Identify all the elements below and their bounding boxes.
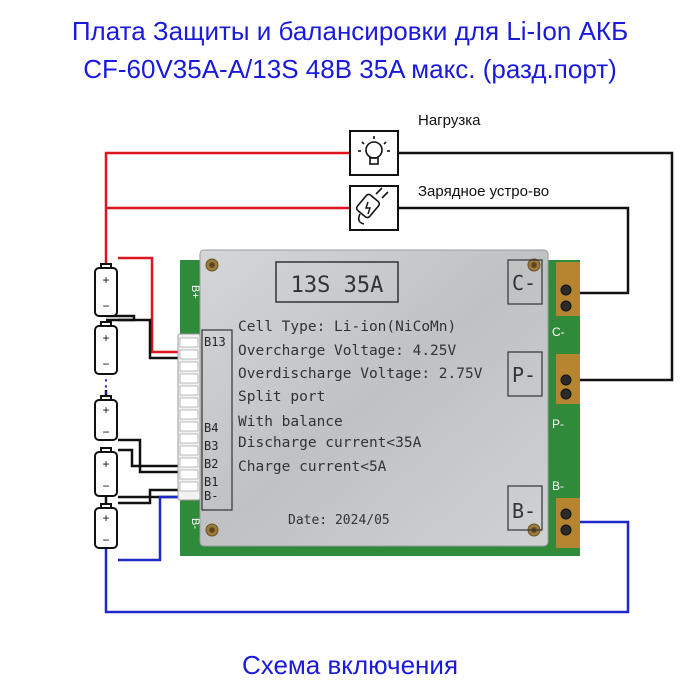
battery-cell: + − (94, 321, 118, 375)
black-wire-b2 (118, 448, 196, 468)
black-wire-bminus (118, 488, 203, 505)
pcb-label-b-plus: B+ (189, 285, 201, 299)
pcb-label-b-minus-left: B- (189, 518, 201, 529)
charger-plug-icon (355, 187, 389, 225)
battery-ellipsis: ⋮ (97, 376, 115, 396)
svg-text:−: − (102, 479, 109, 493)
pin-b13: B13 (204, 335, 226, 349)
pin-b4: B4 (204, 421, 218, 435)
board-date: Date: 2024/05 (288, 513, 390, 528)
diagram-caption: Схема включения (241, 650, 459, 680)
red-wire-load (104, 151, 350, 272)
spec-line: Split port (238, 389, 325, 405)
balance-connector (177, 333, 201, 501)
board-model: 13S 35A (291, 273, 384, 298)
lightbulb-icon (358, 136, 390, 165)
pcb-label-p-minus: P- (552, 417, 564, 431)
spec-list: Cell Type: Li-ion(NiCoMn) Overcharge Vol… (238, 319, 483, 475)
pcb-label-b-minus: B- (552, 479, 564, 493)
pin-b3: B3 (204, 439, 218, 453)
pad-label-c-minus: C- (512, 271, 536, 295)
battery-stack: + − + − + − + − + − (94, 263, 118, 549)
spec-line: Overdischarge Voltage: 2.75V (238, 366, 483, 382)
battery-cell: + − (94, 503, 118, 549)
blue-wire-bminus (104, 520, 630, 614)
title-line-2: CF-60V35A-A/13S 48B 35A макс. (разд.порт… (83, 54, 617, 84)
pad-box-p-minus (507, 351, 543, 397)
connector-pins (179, 337, 199, 492)
bms-board: B+ B- C- P- B- 13S 35A B13 B4 B3 B2 B1 B… (177, 249, 580, 556)
spec-line: Charge current<5A (238, 459, 387, 475)
charger-box (349, 185, 399, 231)
charger-label: Зарядное устро-во (418, 183, 549, 200)
svg-text:+: + (102, 273, 109, 287)
spec-line: Overcharge Voltage: 4.25V (238, 343, 457, 359)
spec-line: Cell Type: Li-ion(NiCoMn) (238, 319, 456, 335)
plate-screws (205, 258, 541, 537)
load-box (349, 130, 399, 176)
balance-label-box (201, 329, 233, 511)
svg-text:+: + (102, 511, 109, 525)
model-box (275, 261, 399, 303)
terminal-screws (560, 284, 572, 536)
battery-cell: + − (94, 263, 118, 317)
load-label: Нагрузка (418, 112, 481, 129)
battery-cell: + − (94, 395, 118, 441)
battery-cell: + − (94, 447, 118, 497)
pin-b2: B2 (204, 457, 218, 471)
spec-line: With balance (238, 414, 343, 430)
pad-box-c-minus (507, 259, 543, 305)
title-line-1: Плата Защиты и балансировки для Li-Ion А… (71, 16, 629, 46)
pad-label-b-minus: B- (512, 499, 536, 523)
black-wire-b3 (118, 438, 203, 474)
svg-text:−: − (102, 425, 109, 439)
pcb-label-c-minus: C- (552, 325, 565, 339)
pad-box-b-minus (507, 485, 543, 531)
black-wire-b13 (118, 318, 203, 360)
svg-text:−: − (102, 533, 109, 547)
svg-text:+: + (102, 331, 109, 345)
pin-b-minus: B- (204, 489, 218, 503)
black-wire-load (398, 151, 674, 382)
pad-label-p-minus: P- (512, 363, 536, 387)
svg-text:+: + (102, 457, 109, 471)
spec-line: Discharge current<35A (238, 435, 422, 451)
svg-text:−: − (102, 357, 109, 371)
black-wire-charger (398, 206, 630, 295)
svg-text:+: + (102, 403, 109, 417)
svg-text:−: − (102, 299, 109, 313)
pin-b1: B1 (204, 475, 218, 489)
